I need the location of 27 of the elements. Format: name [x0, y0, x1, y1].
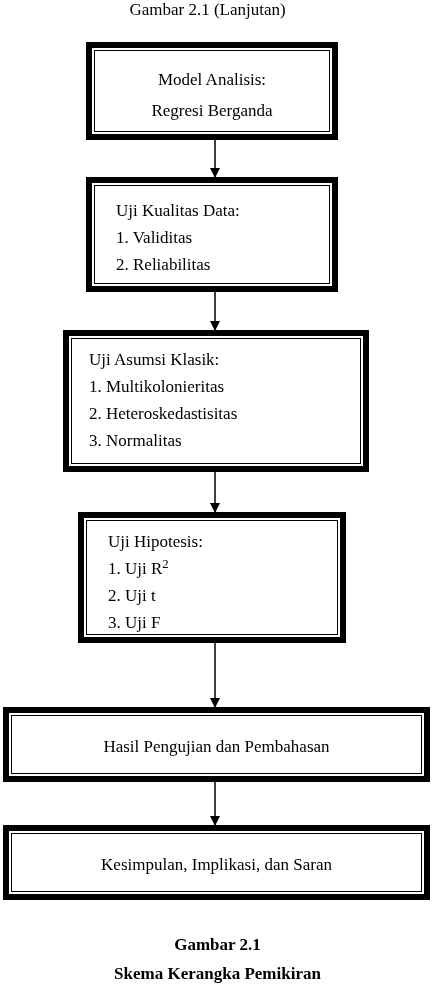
- box-text: Hasil Pengujian dan Pembahasan: [102, 736, 331, 758]
- box-heading: Uji Kualitas Data:: [116, 200, 241, 222]
- list-item: 3. Normalitas: [89, 430, 183, 452]
- process-box: [86, 42, 338, 140]
- arrow: [210, 781, 220, 826]
- arrow: [210, 139, 220, 178]
- process-box: [3, 707, 430, 782]
- list-item: 1. Multikolonieritas: [89, 376, 226, 398]
- arrow: [210, 471, 220, 513]
- box-text: Kesimpulan, Implikasi, dan Saran: [100, 854, 333, 876]
- list-item: 1. Validitas: [116, 227, 194, 249]
- list-item: 3. Uji F: [108, 612, 162, 634]
- list-item: 1. Uji R$^{2}$: [108, 555, 170, 580]
- box-text: Model Analisis: Regresi Berganda: [150, 69, 274, 122]
- process-box: [63, 330, 369, 472]
- list-item: 2. Uji t: [108, 585, 157, 607]
- list-item: 2. Reliabilitas: [116, 254, 212, 276]
- process-box: [86, 177, 338, 292]
- box-heading: Uji Hipotesis:: [108, 531, 204, 553]
- box-heading: Uji Asumsi Klasik:: [89, 349, 221, 371]
- arrow: [210, 642, 220, 708]
- process-box: [78, 512, 346, 643]
- arrow: [210, 291, 220, 331]
- figure-title: Gambar 2.1 (Lanjutan): [128, 0, 287, 20]
- list-item: 2. Heteroskedastisitas: [89, 403, 239, 425]
- process-box: [3, 825, 430, 900]
- figure-caption: Gambar 2.1 Skema Kerangka Pemikiran: [113, 934, 322, 985]
